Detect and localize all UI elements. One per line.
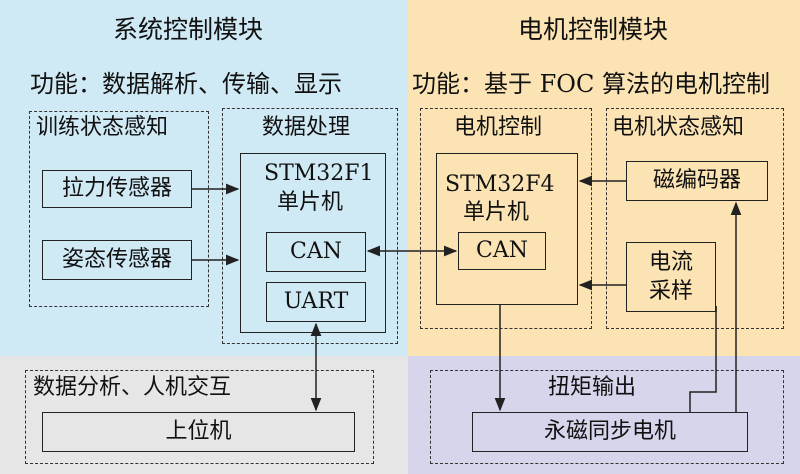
stm32f4-sublabel: 单片机: [463, 200, 530, 225]
motor-module-function: 功能：基于 FOC 算法的电机控制: [412, 70, 770, 98]
tension-sensor: 拉力传感器: [42, 170, 192, 208]
can-interface-f4: CAN: [458, 232, 546, 270]
system-module-title: 系统控制模块: [113, 15, 264, 44]
system-module-region: [0, 0, 408, 356]
host-label: 数据分析、人机交互: [33, 375, 232, 400]
uart-interface: UART: [266, 282, 366, 322]
motor-sensing-label: 电机状态感知: [612, 115, 745, 140]
output-label: 扭矩输出: [548, 375, 637, 400]
motor-module-title: 电机控制模块: [518, 15, 669, 44]
data-processing-label: 数据处理: [262, 115, 351, 140]
pmsm-motor: 永磁同步电机: [472, 412, 748, 452]
current-sampling: 电流 采样: [626, 242, 716, 312]
output-region: [408, 356, 800, 474]
data-processing-group: [222, 108, 398, 344]
stm32f1-label: STM32F1: [264, 161, 374, 186]
stm32f1-sublabel: 单片机: [277, 190, 344, 215]
current-sampling-line1: 电流: [648, 250, 693, 275]
host-region: [0, 356, 408, 474]
motor-control-label: 电机控制: [454, 115, 543, 140]
magnetic-encoder: 磁编码器: [626, 161, 768, 201]
can-interface-f1: CAN: [266, 232, 366, 272]
training-sensing-group: [29, 111, 209, 307]
host-pc: 上位机: [42, 412, 355, 452]
posture-sensor: 姿态传感器: [42, 240, 192, 280]
motor-control-group: [420, 108, 592, 329]
current-sampling-line2: 采样: [648, 278, 693, 304]
stm32f4-label: STM32F4: [445, 172, 555, 197]
training-sensing-label: 训练状态感知: [36, 115, 169, 140]
host-group: [25, 370, 374, 464]
system-module-function: 功能：数据解析、传输、显示: [30, 70, 342, 98]
output-group: [430, 370, 784, 464]
stm32f4-mcu: [436, 153, 578, 305]
motor-module-region: [408, 0, 800, 356]
